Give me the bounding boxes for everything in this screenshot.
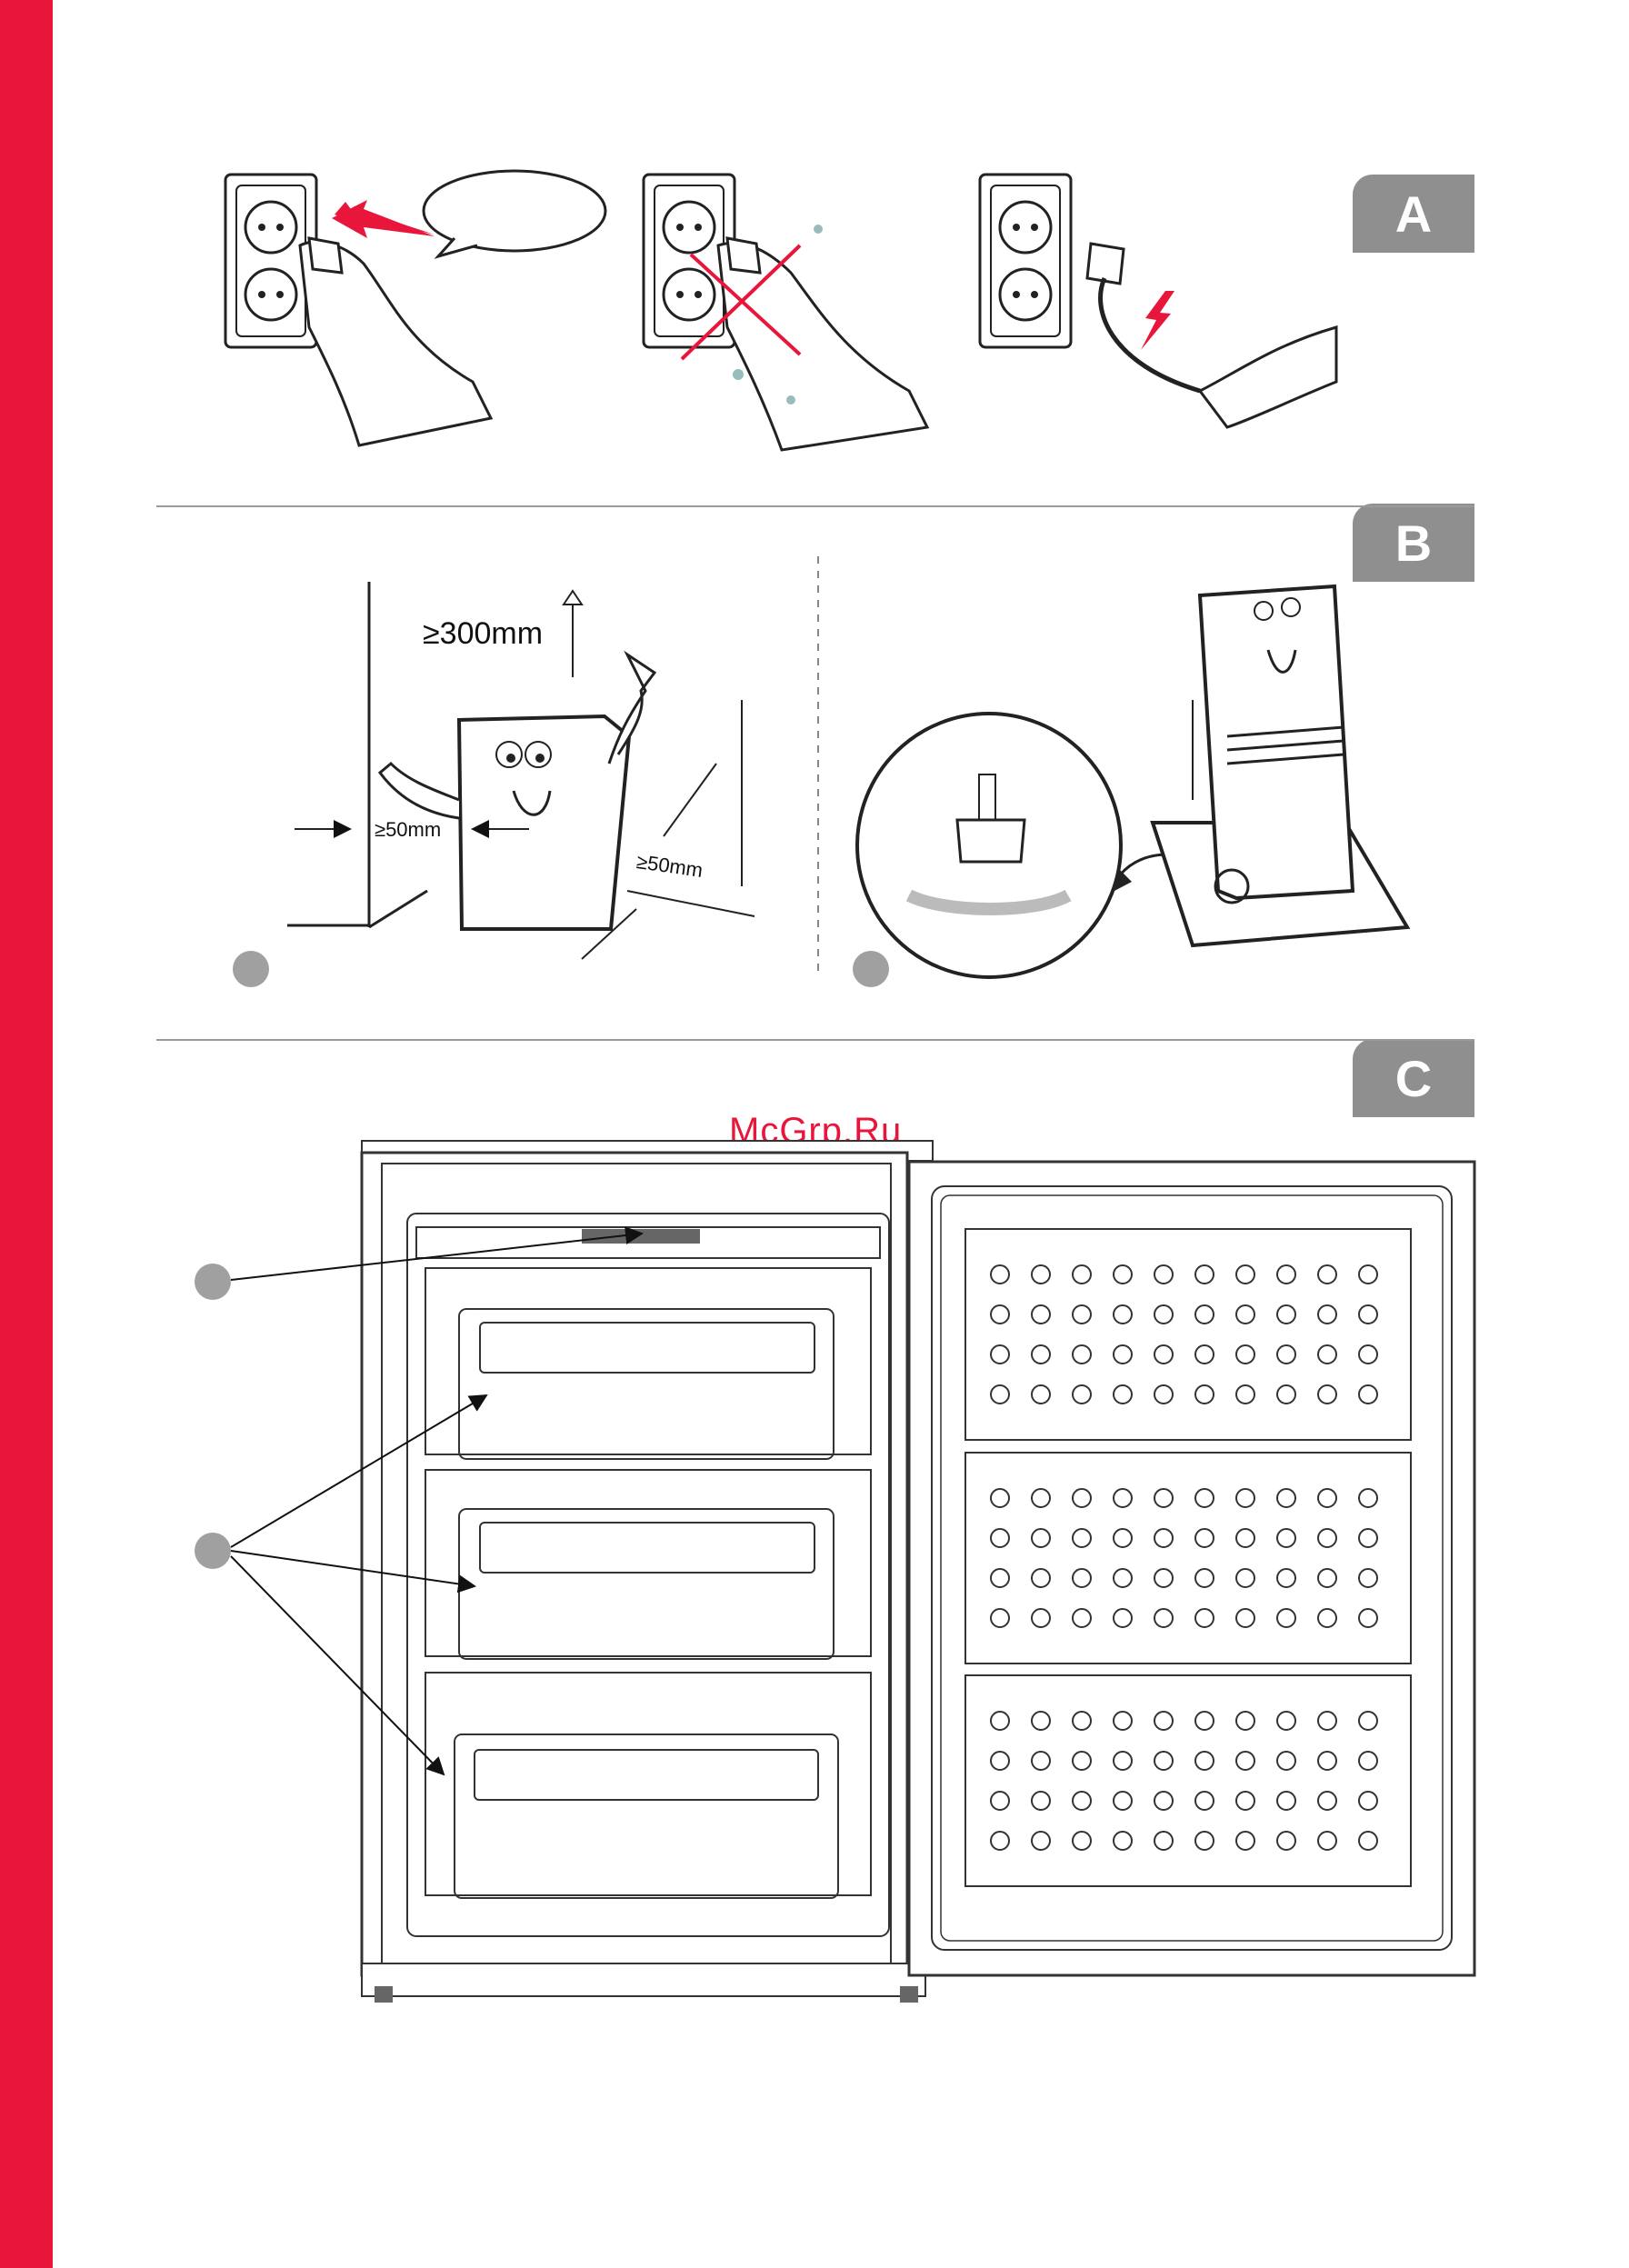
panel-b1-clearance [233, 582, 755, 987]
freezer-door [909, 1162, 1474, 1975]
freezer-diagram [195, 1141, 1474, 2003]
panel-a3-pull-by-cord-prohibited [980, 175, 1336, 427]
callout-marker-c2 [195, 1533, 231, 1569]
callout-marker-b1 [233, 951, 269, 987]
callout-marker-c1 [195, 1264, 231, 1300]
wall-socket-icon [980, 175, 1071, 347]
panel-a2-wet-hands-prohibited [644, 175, 927, 450]
callout-marker-b2 [853, 951, 889, 987]
electric-shock-icon [1141, 291, 1174, 350]
panel-b2-leveling-feet [853, 586, 1407, 987]
panel-a1-correct-plug [225, 171, 605, 445]
